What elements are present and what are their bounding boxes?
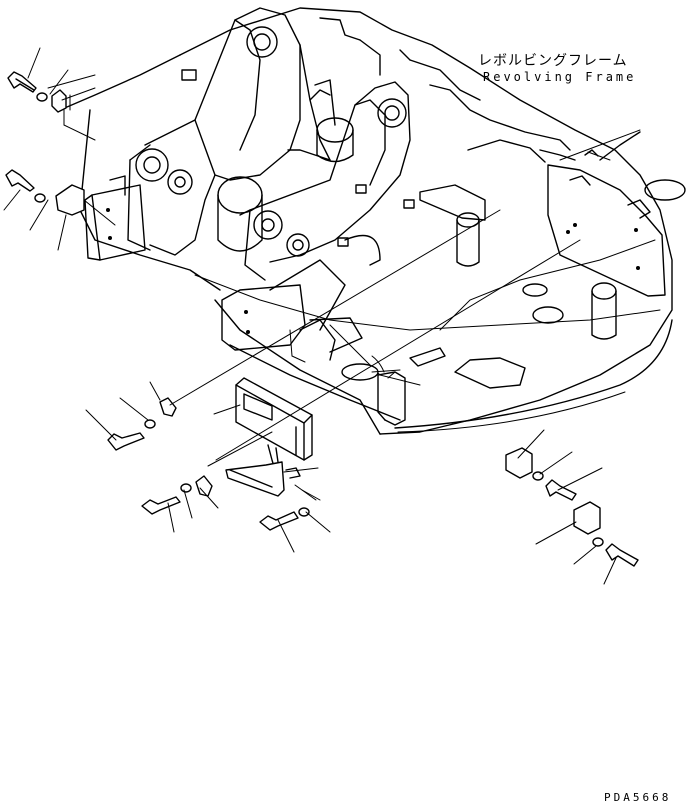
- bolt-set-center: [107, 397, 177, 451]
- bolt-set-lower-mid: [259, 507, 310, 531]
- bolt-set-right-upper: [505, 447, 577, 501]
- bolt-set-lower-left: [141, 475, 213, 515]
- bolt-set-mid-left: [5, 169, 85, 216]
- bolt-set-right-lower: [573, 501, 639, 567]
- controller-unit: [225, 377, 313, 497]
- frame-label-english: Revolving Frame: [483, 70, 637, 84]
- drawing-number: PDA5668: [604, 791, 672, 804]
- bolt-set-upper-left: [7, 71, 67, 113]
- frame-label-japanese: レボルビングフレーム: [478, 53, 628, 69]
- callout-leaders: [3, 47, 617, 585]
- revolving-frame: [59, 7, 686, 435]
- connector-lines: [47, 74, 611, 501]
